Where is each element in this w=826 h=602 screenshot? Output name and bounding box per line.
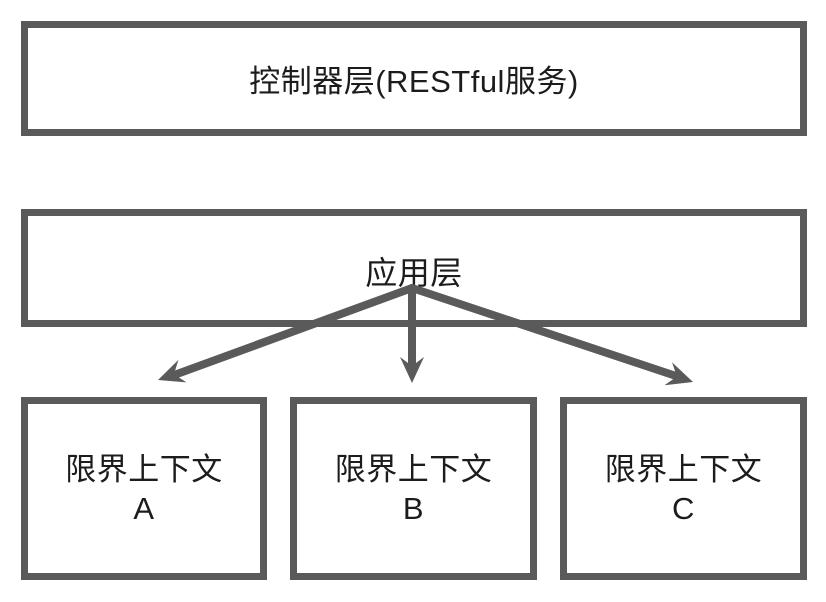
arrowhead-right-icon — [664, 362, 693, 386]
bounded-context-b-label: 限界上下文 — [334, 451, 493, 487]
bounded-context-a-label: 限界上下文 — [65, 451, 223, 487]
node-bounded-context-b: 限界上下文 B — [290, 397, 537, 580]
bounded-context-b-letter: B — [402, 490, 425, 526]
arrowhead-left-icon — [158, 359, 187, 383]
node-bounded-context-a: 限界上下文 A — [21, 397, 267, 580]
application-layer-label: 应用层 — [365, 255, 463, 291]
bounded-context-c-label: 限界上下文 — [604, 451, 763, 487]
node-controller-layer: 控制器层(RESTful服务) — [21, 21, 807, 136]
arrowhead-middle-icon — [400, 357, 424, 383]
bounded-context-a-letter: A — [133, 490, 155, 526]
node-application-layer: 应用层 — [21, 209, 807, 327]
node-bounded-context-c: 限界上下文 C — [560, 397, 807, 580]
controller-layer-label: 控制器层(RESTful服务) — [249, 64, 579, 99]
bounded-context-c-letter: C — [672, 490, 695, 526]
